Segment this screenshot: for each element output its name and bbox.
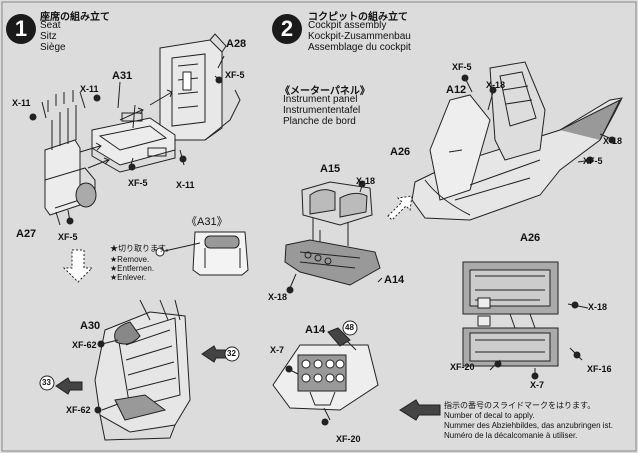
paint-x18-d: X-18 [268, 292, 288, 302]
seat-frame-a27-drawing [44, 90, 97, 216]
paint-xf5-c: XF-5 [58, 232, 78, 242]
part-label-a14: A14 [384, 274, 405, 286]
part-label-a12: A12 [446, 84, 467, 96]
part-label-a28: A28 [226, 38, 247, 50]
paint-xf16: XF-16 [587, 364, 612, 374]
panel-title-fr: Planche de bord [283, 116, 356, 127]
panel-title-jp: 《メーターパネル》 [280, 86, 370, 97]
step-2-title-jp: コクピットの組み立て [308, 12, 408, 23]
decal-arrow-icons [55, 327, 441, 421]
paint-x18-c: X-18 [356, 176, 376, 186]
paint-xf5-a: XF-5 [452, 62, 472, 72]
step-1-badge: 1 [6, 14, 36, 44]
paint-xf62-a: XF-62 [72, 340, 97, 350]
paint-x7-a: X-7 [530, 380, 545, 390]
paint-xf5-a: XF-5 [225, 70, 245, 80]
completed-seat-drawing [94, 299, 191, 441]
decal-number-33: 33 [42, 378, 51, 387]
down-arrow-icon [62, 249, 94, 283]
paint-x11-b: X-11 [80, 84, 99, 94]
a14-detail-drawing [272, 344, 379, 411]
step-1-title-fr: Siège [40, 42, 66, 53]
part-label-a14-detail: A14 [305, 324, 326, 336]
panel-title-en: Instrument panel [283, 94, 358, 105]
part-label-a26-plan: A26 [520, 232, 541, 244]
decal-note-jp: 指示の番号のスライドマークをはります。 [444, 401, 596, 410]
decal-note-fr: Numéro de la décalcomanie à utiliser. [444, 431, 578, 440]
paint-x11-a: X-11 [12, 98, 31, 108]
decal-note-en: Number of decal to apply. [444, 411, 535, 420]
step-1-title-jp: 座席の組み立て [40, 12, 110, 23]
part-label-a27: A27 [16, 228, 37, 240]
step-2-title-en: Cockpit assembly [308, 20, 387, 31]
paint-xf20-a: XF-20 [450, 362, 475, 372]
remove-note-de: ★Entfernen. [110, 264, 155, 273]
decal-number-32: 32 [227, 349, 236, 358]
a26-plan-drawing [462, 261, 559, 367]
part-label-a26: A26 [390, 146, 411, 158]
paint-xf20-b: XF-20 [336, 434, 361, 444]
a31-detail-drawing [155, 231, 249, 276]
paint-xf62-b: XF-62 [66, 405, 91, 415]
paint-x11-c: X-11 [176, 180, 195, 190]
step-2-badge: 2 [272, 14, 302, 44]
paint-x18-a: X-18 [486, 80, 506, 90]
paint-xf5-b: XF-5 [128, 178, 148, 188]
seat-back-a28-drawing [159, 33, 241, 141]
step-1-title-de: Sitz [40, 31, 57, 42]
part-label-a15: A15 [320, 163, 341, 175]
detail-label-a31: 《A31》 [186, 216, 228, 228]
paint-x18-b: X-18 [603, 136, 623, 146]
paint-x7-b: X-7 [270, 345, 285, 355]
step-2-title-fr: Assemblage du cockpit [308, 42, 411, 53]
decal-number-48: 48 [345, 323, 354, 332]
part-label-a30: A30 [80, 320, 101, 332]
assembly-arrow-icon [387, 195, 413, 221]
cockpit-tub-drawing [411, 61, 623, 221]
step-1-title-en: Seat [40, 20, 61, 31]
paint-x18-e: X-18 [588, 302, 608, 312]
remove-note-jp: ★切り取ります。 [110, 244, 174, 253]
remove-note-fr: ★Enlever. [110, 273, 147, 282]
remove-note-en: ★Remove. [110, 255, 150, 264]
paint-xf5-b: XF-5 [583, 156, 603, 166]
part-label-a31: A31 [112, 70, 133, 82]
instrument-panel-drawing [284, 181, 381, 286]
decal-note-de: Nummer des Abziehbildes, das anzubringen… [444, 421, 613, 430]
step-2-title-de: Kockpit-Zusammenbau [308, 31, 411, 42]
panel-title-de: Instrumententafel [283, 105, 361, 116]
